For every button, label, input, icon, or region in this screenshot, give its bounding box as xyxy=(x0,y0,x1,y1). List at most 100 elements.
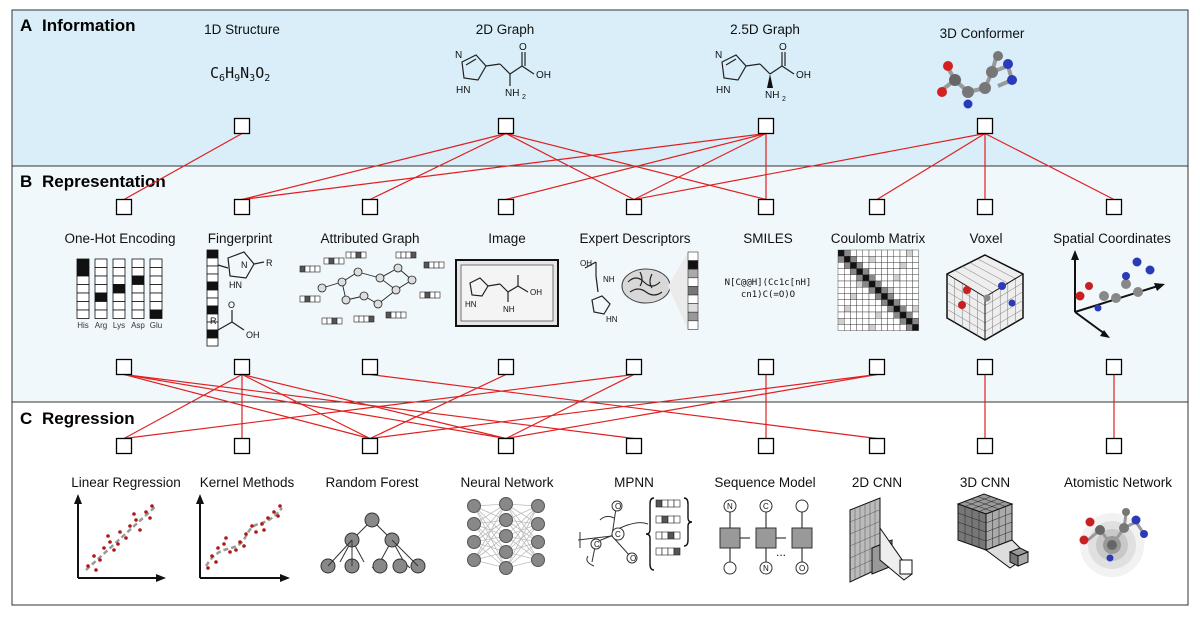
edge-i2-r3 xyxy=(505,132,767,201)
edge-r0-g2 xyxy=(123,373,371,440)
representation-label-onehot: One-Hot Encoding xyxy=(64,231,175,246)
svg-text:NH: NH xyxy=(603,275,615,284)
svg-text:NH: NH xyxy=(505,88,519,99)
node-r2 xyxy=(361,198,379,216)
svg-text:O: O xyxy=(779,42,787,53)
section-b-title: Representation xyxy=(42,172,166,191)
representation-label-fingerprint: Fingerprint xyxy=(208,231,273,246)
svg-text:N: N xyxy=(455,50,462,61)
onehot-label-his: His xyxy=(77,321,89,330)
edge-i1-r2 xyxy=(369,132,507,201)
node-r5-out xyxy=(757,358,775,376)
svg-text:C: C xyxy=(594,540,600,549)
information-label-2d: 2D Graph xyxy=(476,22,535,37)
edge-r3-g2 xyxy=(369,373,507,440)
svg-text:N: N xyxy=(241,260,248,270)
svg-text:C: C xyxy=(615,530,621,539)
svg-text:C: C xyxy=(763,502,769,511)
regression-label-kernel: Kernel Methods xyxy=(200,475,295,490)
node-r8 xyxy=(1105,198,1123,216)
information-label-1d: 1D Structure xyxy=(204,22,280,37)
svg-text:O: O xyxy=(615,502,621,511)
linear-regression-plot xyxy=(74,494,166,582)
node-g1 xyxy=(233,437,251,455)
svg-text:N[C@@H](Cc1c[nH]: N[C@@H](Cc1c[nH] xyxy=(725,278,812,288)
regression-label-atomistic: Atomistic Network xyxy=(1064,475,1172,490)
svg-text:...: ... xyxy=(776,545,786,559)
molecular-formula: C6H9N3O2 xyxy=(210,64,270,84)
regression-label-forest: Random Forest xyxy=(325,475,418,490)
section-a-letter: A xyxy=(20,16,32,35)
conformer-3d-model xyxy=(937,51,1017,109)
svg-text:HN: HN xyxy=(606,315,618,324)
svg-text:O: O xyxy=(799,564,805,573)
node-g8 xyxy=(1105,437,1123,455)
edge-r4-g3 xyxy=(505,373,635,440)
svg-text:O: O xyxy=(228,300,235,310)
one-hot-encoding-grid xyxy=(76,258,163,319)
histidine-2d-structure: N HN O OH NH 2 xyxy=(455,42,551,101)
node-r7-out xyxy=(976,358,994,376)
node-g6 xyxy=(868,437,886,455)
edge-r6-g2 xyxy=(369,373,878,440)
voxel-cube xyxy=(946,254,1024,341)
molecule-image: HN OH NH xyxy=(455,259,559,327)
svg-text:cn1)C(=O)O: cn1)C(=O)O xyxy=(741,290,795,300)
node-r1-out xyxy=(233,358,251,376)
svg-text:O: O xyxy=(519,42,527,53)
svg-text:OH: OH xyxy=(246,330,260,340)
svg-text:HN: HN xyxy=(229,280,242,290)
representation-label-voxel: Voxel xyxy=(969,231,1002,246)
atomistic-network-diagram xyxy=(1079,508,1148,577)
edge-i1-r1 xyxy=(241,132,507,201)
node-r4 xyxy=(625,198,643,216)
svg-text:HN: HN xyxy=(716,85,730,96)
edge-i3-r4 xyxy=(633,132,986,201)
onehot-label-lys: Lys xyxy=(113,321,125,330)
edge-r1-g0 xyxy=(123,373,243,440)
svg-text:R: R xyxy=(210,316,217,326)
representation-label-graph: Attributed Graph xyxy=(320,231,419,246)
section-b-letter: B xyxy=(20,172,32,191)
kernel-methods-plot xyxy=(196,494,290,582)
regression-label-mpnn: MPNN xyxy=(614,475,654,490)
edge-i2-r4 xyxy=(633,132,767,201)
svg-text:2: 2 xyxy=(782,96,786,103)
information-panel xyxy=(11,9,1189,167)
smiles-string: N[C@@H](Cc1c[nH] cn1)C(=O)O xyxy=(725,278,812,300)
edge-i1-r4 xyxy=(505,132,635,201)
edge-r4-g0 xyxy=(123,373,635,440)
onehot-label-asp: Asp xyxy=(131,321,145,330)
edge-i2-r1 xyxy=(241,132,767,201)
section-a-title: Information xyxy=(42,16,136,35)
svg-text:OH: OH xyxy=(530,288,542,297)
node-r2-out xyxy=(361,358,379,376)
edge-i3-r6 xyxy=(876,132,986,201)
node-r6-out xyxy=(868,358,886,376)
svg-text:N: N xyxy=(727,502,733,511)
representation-label-descriptors: Expert Descriptors xyxy=(579,231,690,246)
edge-r1-g3 xyxy=(241,373,507,440)
representation-label-smiles: SMILES xyxy=(743,231,793,246)
regression-label-neural: Neural Network xyxy=(460,475,553,490)
node-r1 xyxy=(233,198,251,216)
node-i3 xyxy=(976,117,994,135)
svg-text:O: O xyxy=(630,554,636,563)
node-r6 xyxy=(868,198,886,216)
edge-i0-r0 xyxy=(123,132,243,201)
node-r3-out xyxy=(497,358,515,376)
random-forest-tree xyxy=(320,512,426,574)
neural-network-diagram xyxy=(467,497,545,575)
node-i1 xyxy=(497,117,515,135)
regression-label-linear: Linear Regression xyxy=(71,475,181,490)
node-g7 xyxy=(976,437,994,455)
edge-r1-g2 xyxy=(241,373,371,440)
node-g2 xyxy=(361,437,379,455)
svg-text:OH: OH xyxy=(796,70,811,81)
svg-text:N: N xyxy=(763,564,769,573)
onehot-label-glu: Glu xyxy=(150,321,162,330)
representation-label-image: Image xyxy=(488,231,526,246)
3d-cnn-diagram xyxy=(956,493,1030,569)
